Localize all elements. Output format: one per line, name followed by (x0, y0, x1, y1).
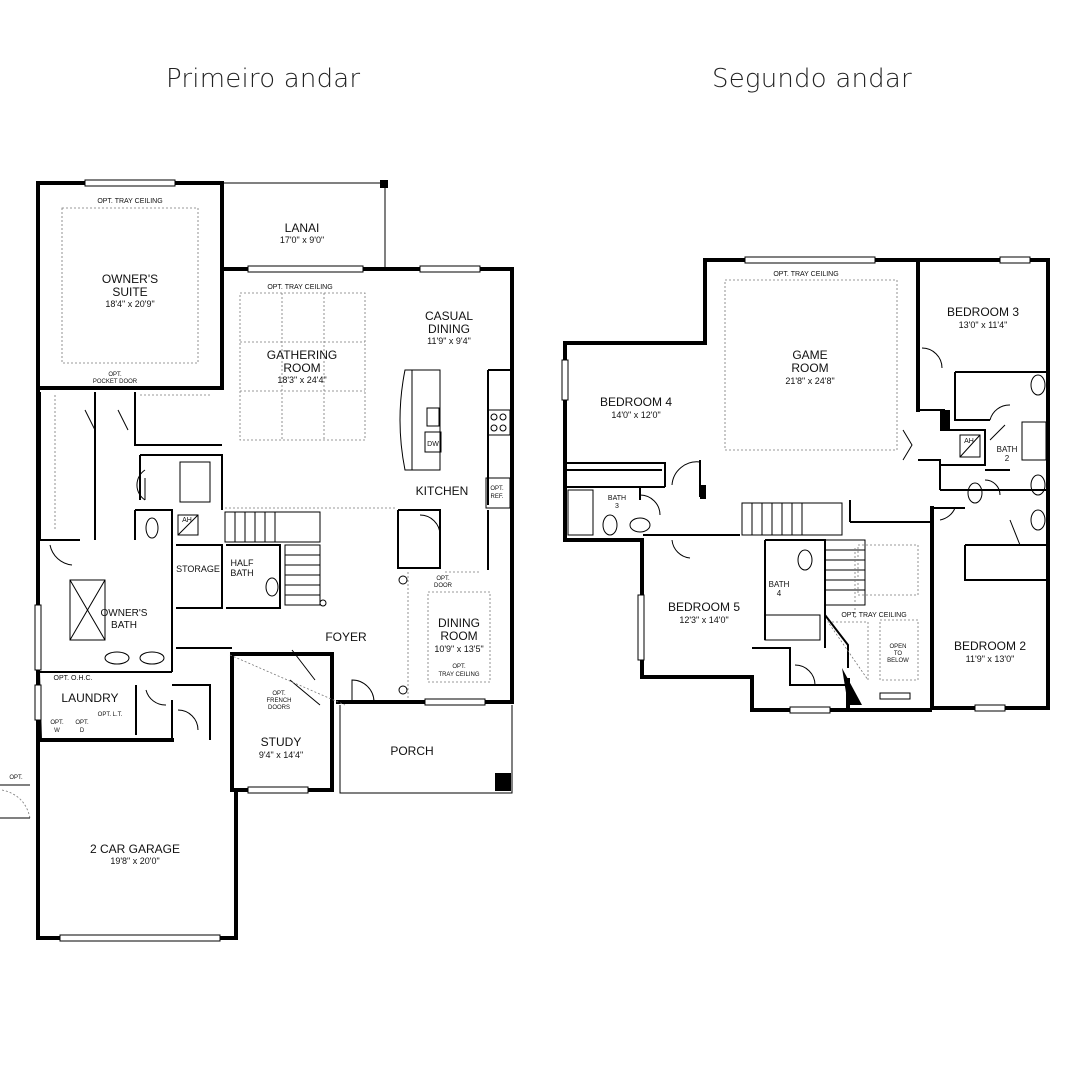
owners-bath-name-2: BATH (111, 620, 137, 631)
opt-dryer-label-1: OPT. (75, 720, 89, 726)
dishwasher-label: DW (427, 441, 439, 448)
second-floor-stairs (741, 502, 866, 668)
game-tray-label: OPT. TRAY CEILING (773, 271, 838, 278)
bath-2-label-2: 2 (1005, 454, 1010, 463)
bath-3-label-2: 3 (615, 503, 619, 510)
laundry-name: LAUNDRY (61, 691, 118, 705)
gathering-tray-label: OPT. TRAY CEILING (267, 284, 332, 291)
first-floor-title: Primeiro andar (166, 64, 361, 94)
lanai-name: LANAI (285, 221, 320, 235)
second-floor-plan: OPT. TRAY CEILING GAME ROOM 21'8" x 24'8… (561, 256, 1050, 714)
lanai-dims: 17'0" x 9'0" (280, 235, 324, 245)
dining-room-dims: 10'9" x 13'5" (434, 644, 483, 654)
opt-door-label-1: OPT. (436, 576, 450, 582)
game-room-name-2: ROOM (791, 361, 828, 375)
second-floor-title: Segundo andar (712, 64, 912, 94)
open-to-below-1: OPEN (889, 644, 906, 650)
bath-2-label-1: BATH (997, 445, 1018, 454)
bedroom-4-dims: 14'0" x 12'0" (611, 410, 660, 420)
bath-4-label-2: 4 (777, 589, 782, 598)
dining-room-name-1: DINING (438, 616, 480, 630)
first-floor-dashed-lines (54, 207, 491, 706)
opt-washer-label-2: W (54, 728, 60, 734)
bedroom-2-name: BEDROOM 2 (954, 639, 1026, 653)
bedroom-3-dims: 13'0" x 11'4" (959, 320, 1008, 330)
bath-3-label-1: BATH (608, 495, 626, 502)
second-floor-labels: OPT. TRAY CEILING GAME ROOM 21'8" x 24'8… (600, 271, 1026, 664)
opt-dryer-label-2: D (80, 728, 85, 734)
first-floor-stairs (224, 511, 327, 607)
first-floor-labels: OPT. TRAY CEILING OWNER'S SUITE 18'4" x … (9, 198, 504, 866)
first-floor-plan: OPT. TRAY CEILING OWNER'S SUITE 18'4" x … (0, 179, 514, 942)
opt-door-label-2: DOOR (434, 583, 453, 589)
casual-dining-dims: 11'9" x 9'4" (427, 336, 471, 346)
gathering-room-dims: 18'3" x 24'4" (277, 375, 326, 385)
opt-ref-label-2: REF. (490, 494, 503, 500)
bedroom-2-dims: 11'9" x 13'0" (966, 654, 1015, 664)
opt-washer-label-1: OPT. (50, 720, 64, 726)
first-floor-windows (34, 179, 486, 942)
french-doors-label-1: OPT. (272, 691, 286, 697)
gathering-room-name-2: ROOM (283, 361, 320, 375)
bedroom-5-dims: 12'3" x 14'0" (679, 615, 728, 625)
opt-lt-label: OPT. L.T. (98, 712, 123, 718)
second-floor-doors (639, 347, 1021, 686)
kitchen-name: KITCHEN (416, 484, 469, 498)
second-floor-windows (561, 256, 1031, 714)
pocket-door-label-1: OPT. (108, 372, 122, 378)
bedroom-3-name: BEDROOM 3 (947, 305, 1019, 319)
first-floor-doors (49, 409, 441, 731)
owners-suite-name-2: SUITE (112, 285, 147, 299)
owners-bath-name-1: OWNER'S (101, 608, 148, 619)
foyer-name: FOYER (325, 630, 367, 644)
owners-bath-fixtures (69, 461, 279, 665)
second-floor-bath-fixtures (567, 374, 1047, 641)
casual-dining-name-1: CASUAL (425, 309, 473, 323)
pocket-door-label-2: POCKET DOOR (93, 379, 138, 385)
half-bath-name-2: BATH (230, 568, 253, 578)
dining-tray-label-2: TRAY CEILING (438, 672, 479, 678)
garage-area (0, 784, 31, 819)
open-to-below-3: BELOW (887, 658, 909, 664)
study-name: STUDY (261, 735, 302, 749)
owners-suite-tray-label: OPT. TRAY CEILING (97, 198, 162, 205)
garage-dims: 19'8" x 20'0" (110, 856, 159, 866)
casual-dining-name-2: DINING (428, 322, 470, 336)
porch-area (339, 705, 513, 794)
french-doors-label-2: FRENCH (267, 698, 292, 704)
dining-room-name-2: ROOM (440, 629, 477, 643)
dining-tray-label-1: OPT. (452, 664, 466, 670)
porch-name: PORCH (390, 744, 433, 758)
bedroom-5-name: BEDROOM 5 (668, 600, 740, 614)
opt-ref-label-1: OPT. (490, 486, 504, 492)
first-floor-interior-walls (39, 369, 510, 740)
kitchen-fixtures (399, 369, 511, 509)
french-doors-label-3: DOORS (268, 705, 290, 711)
owners-suite-dims: 18'4" x 20'9" (105, 299, 154, 309)
bedroom-4-name: BEDROOM 4 (600, 395, 672, 409)
first-ah-label: AH (182, 517, 192, 524)
gathering-room-name-1: GATHERING (267, 348, 337, 362)
owners-suite-name-1: OWNER'S (102, 272, 158, 286)
half-bath-name-1: HALF (230, 558, 254, 568)
loft-tray-label: OPT. TRAY CEILING (841, 612, 906, 619)
second-floor-interior-walls (565, 371, 1048, 686)
bath-4-label-1: BATH (769, 580, 790, 589)
game-room-dims: 21'8" x 24'8" (785, 376, 834, 386)
second-ah-label: AH (964, 438, 974, 445)
storage-name: STORAGE (176, 564, 220, 574)
open-to-below-2: TO (894, 651, 903, 657)
lanai-area (222, 180, 388, 269)
second-floor-solid-walls (700, 410, 950, 705)
garage-opt-label: OPT. (9, 775, 23, 781)
game-room-name-1: GAME (792, 348, 827, 362)
study-dims: 9'4" x 14'4" (259, 750, 303, 760)
opt-ohc-label: OPT. O.H.C. (54, 675, 93, 682)
second-floor-dashed-lines (724, 279, 919, 682)
garage-name: 2 CAR GARAGE (90, 842, 180, 856)
